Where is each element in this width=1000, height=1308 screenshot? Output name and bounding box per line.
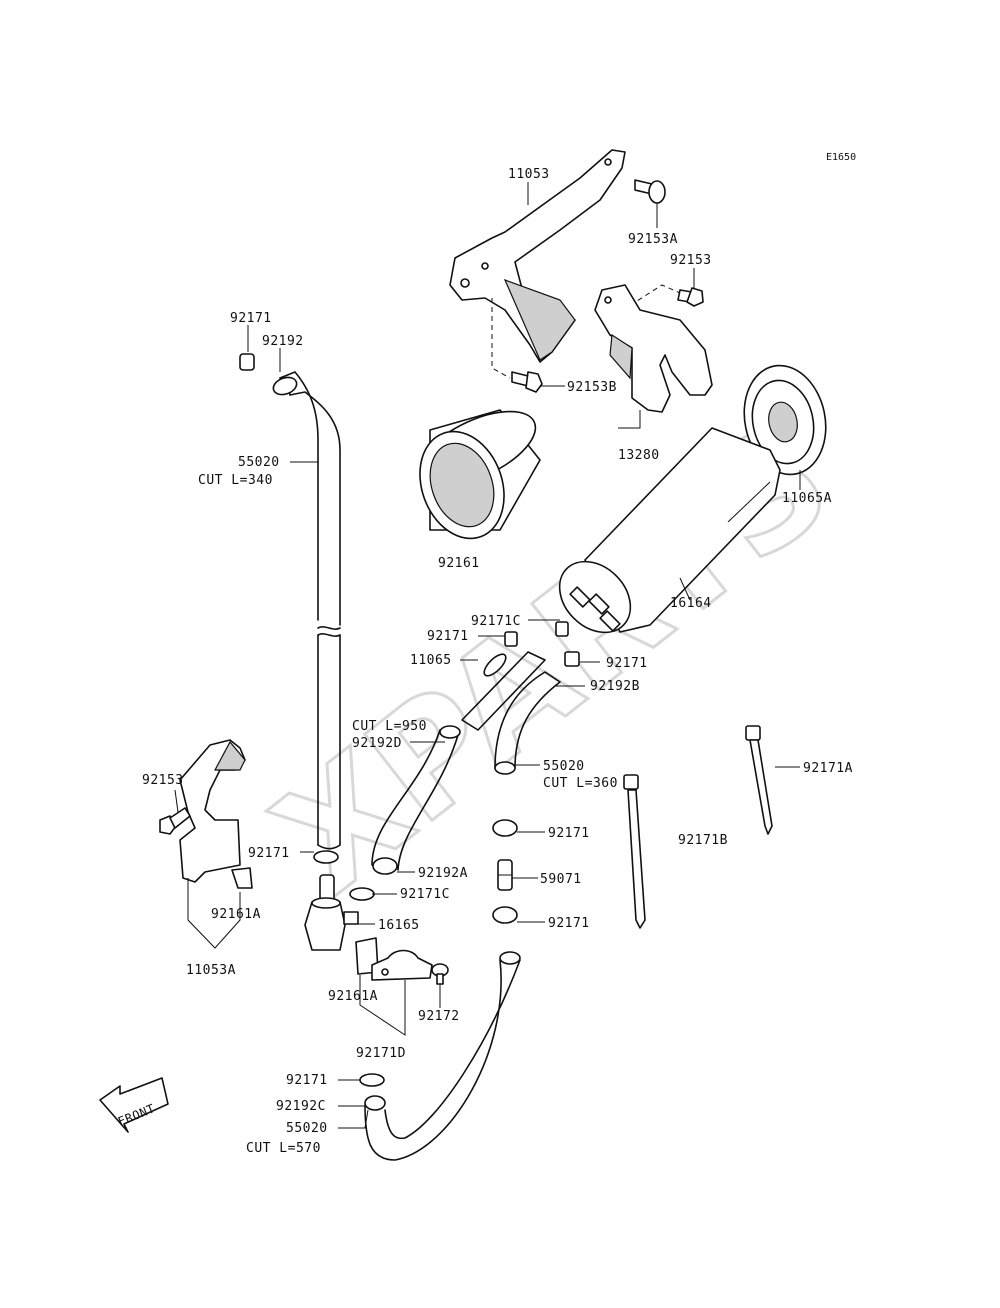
bracket-11053: [449, 149, 626, 363]
bracket-13280: [594, 284, 713, 413]
bracket-11053A: [179, 739, 253, 889]
fitting-16165: [304, 874, 359, 951]
clamp-92171-mid: [313, 850, 339, 864]
callout-92153B: 92153B: [567, 380, 617, 395]
callout-55020-c: 55020: [286, 1121, 328, 1136]
tie-92171B: [623, 774, 646, 929]
hose-92192: [272, 371, 341, 850]
callout-59071: 59071: [540, 872, 582, 887]
leader-lines: [174, 182, 801, 1129]
bolt-92172: [431, 963, 449, 985]
joint-59071: [497, 859, 513, 891]
callout-92171-e: 92171: [548, 826, 590, 841]
callout-11053A: 11053A: [186, 963, 236, 978]
clamp-92171C-mid: [349, 887, 375, 901]
callout-cut-950: CUT L=950: [352, 719, 427, 734]
callout-92171C-a: 92171C: [471, 614, 521, 629]
bolt-92153-top: [677, 287, 704, 307]
callout-92161A-a: 92161A: [211, 907, 261, 922]
callout-13280: 13280: [618, 448, 660, 463]
callout-92171B: 92171B: [678, 833, 728, 848]
hose-92192B: [494, 671, 561, 775]
callout-55020-b: 55020: [543, 759, 585, 774]
callout-92161A-b: 92161A: [328, 989, 378, 1004]
callout-cut-570: CUT L=570: [246, 1141, 321, 1156]
callout-92153-left: 92153: [142, 773, 184, 788]
hose-92192A: [371, 725, 461, 875]
callout-55020-a: 55020: [238, 455, 280, 470]
callout-92171-d: 92171: [248, 846, 290, 861]
callout-16165: 16165: [378, 918, 420, 933]
clamp-92171-stack-bottom: [492, 906, 518, 924]
callout-92192: 92192: [262, 334, 304, 349]
clamp-92171-stack-top: [492, 819, 518, 837]
callout-92171A: 92171A: [803, 761, 853, 776]
callout-92171-c: 92171: [606, 656, 648, 671]
callout-11065A: 11065A: [782, 491, 832, 506]
callout-92171-b: 92171: [427, 629, 469, 644]
callout-92153A: 92153A: [628, 232, 678, 247]
callout-cut-360: CUT L=360: [543, 776, 618, 791]
callout-92171-g: 92171: [286, 1073, 328, 1088]
callout-92192C: 92192C: [276, 1099, 326, 1114]
hose-92192C: [364, 951, 521, 1161]
bolt-92153-left: [159, 807, 191, 835]
callout-16164: 16164: [670, 596, 712, 611]
callout-92192A: 92192A: [418, 866, 468, 881]
bracket-92171D: [355, 937, 433, 981]
callout-92171D: 92171D: [356, 1046, 406, 1061]
callout-92172: 92172: [418, 1009, 460, 1024]
callout-11065: 11065: [410, 653, 452, 668]
callout-92171C-b: 92171C: [400, 887, 450, 902]
front-arrow: FRONT: [99, 1077, 169, 1133]
hose-92192D: [461, 651, 546, 731]
callout-92161: 92161: [438, 556, 480, 571]
bolt-92153B: [511, 371, 543, 393]
clamp-92171-upper: [504, 621, 580, 667]
callout-92171-top-left: 92171: [230, 311, 272, 326]
callout-11053: 11053: [508, 167, 550, 182]
filter-92161: [419, 409, 541, 540]
callout-cut-340: CUT L=340: [198, 473, 273, 488]
callout-92192B: 92192B: [590, 679, 640, 694]
diagram-code: E1650: [826, 152, 856, 163]
clamp-92171-top: [239, 353, 255, 371]
canister-16164: [558, 427, 781, 634]
bolt-92153A: [634, 179, 666, 204]
callout-92171-f: 92171: [548, 916, 590, 931]
callout-92153-top: 92153: [670, 253, 712, 268]
callout-92192D: 92192D: [352, 736, 402, 751]
tie-92171A: [745, 725, 773, 835]
clamp-92171-bottom: [359, 1073, 385, 1087]
